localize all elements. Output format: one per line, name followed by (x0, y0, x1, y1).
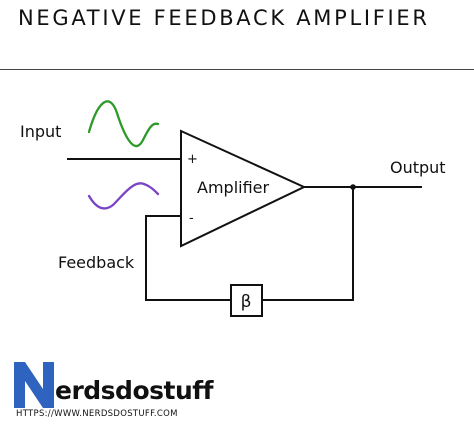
feedback-label: Feedback (58, 253, 135, 272)
input-sine-wave (87, 100, 160, 148)
input-label: Input (20, 122, 61, 141)
feedback-return-wire (145, 215, 231, 301)
feedback-amplifier-diagram: Input Output Feedback Amplifier + - β (20, 100, 446, 317)
feedback-loop-wire (262, 187, 354, 301)
logo-wordmark: erdsdostuff (55, 376, 214, 405)
feedback-sine-wave (87, 182, 160, 210)
beta-block (230, 284, 263, 317)
plus-sign: + (187, 152, 198, 167)
page-title: NEGATIVE FEEDBACK AMPLIFIER (18, 6, 430, 30)
logo-n-icon (14, 362, 54, 408)
output-label: Output (390, 158, 446, 177)
title-divider (0, 69, 474, 70)
logo-url: HTTPS://WWW.NERDSDOSTUFF.COM (16, 409, 178, 419)
minus-sign: - (189, 211, 194, 226)
amplifier-triangle (180, 129, 307, 248)
beta-label: β (241, 292, 252, 312)
nerdsdostuff-logo: erdsdostuff HTTPS://WWW.NERDSDOSTUFF.COM (0, 362, 474, 427)
amplifier-label: Amplifier (197, 178, 270, 197)
